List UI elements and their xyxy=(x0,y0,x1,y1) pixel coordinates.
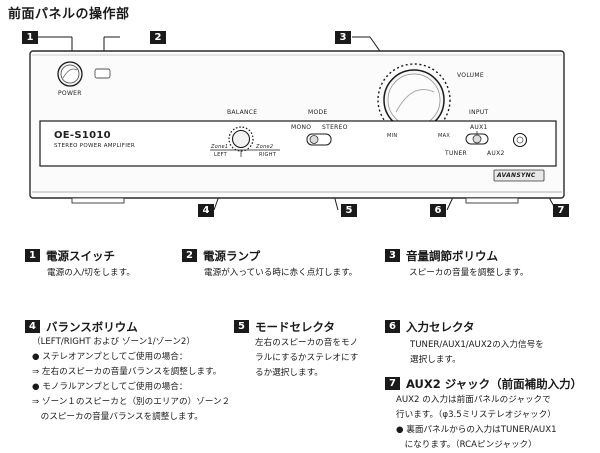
mono-label: MONO xyxy=(291,124,312,131)
zone1-label: Zone1 xyxy=(211,144,229,150)
section-7-number: 7 xyxy=(385,377,400,390)
model-subtitle: STEREO POWER AMPLIFIER xyxy=(54,143,136,149)
section-3-title: 音量調節ボリウム xyxy=(406,249,498,263)
left-label: LEFT xyxy=(214,152,227,158)
callout-7: 7 xyxy=(553,204,569,217)
tuner-label: TUNER xyxy=(445,150,468,157)
section-4-title: バランスボリウム xyxy=(46,320,138,334)
volume-min-label: MIN xyxy=(387,133,398,139)
section-7-title: AUX2 ジャック（前面補助入力） xyxy=(406,377,583,391)
section-6-number: 6 xyxy=(385,320,400,333)
section-1-number: 1 xyxy=(25,249,40,262)
zone2-label: Zone2 xyxy=(256,144,274,150)
section-1-title: 電源スイッチ xyxy=(46,249,115,263)
stereo-label: STEREO xyxy=(322,124,348,131)
callout-5: 5 xyxy=(341,204,357,217)
section-4-number: 4 xyxy=(25,320,40,333)
volume-label: VOLUME xyxy=(457,72,484,79)
page-title: 前面パネルの操作部 xyxy=(8,7,130,22)
section-3-number: 3 xyxy=(385,249,400,262)
model-name: OE-S1010 xyxy=(54,130,111,141)
balance-label: BALANCE xyxy=(227,109,258,116)
section-6-body: TUNER/AUX1/AUX2の入力信号を 選択します。 xyxy=(410,340,544,365)
section-2-number: 2 xyxy=(182,249,197,262)
section-1-body: 電源の入/切をします。 xyxy=(47,268,135,278)
callout-1: 1 xyxy=(22,31,38,44)
brand-logo: AVANSYNC xyxy=(497,172,536,179)
power-label: POWER xyxy=(58,90,82,97)
section-3-body: スピーカの音量を調整します。 xyxy=(409,268,529,278)
front-panel-illustration xyxy=(29,36,565,211)
section-5-number: 5 xyxy=(234,320,249,333)
section-2-title: 電源ランプ xyxy=(203,249,261,263)
section-5-title: モードセレクタ xyxy=(255,320,336,334)
callout-3: 3 xyxy=(335,31,351,44)
section-6-title: 入力セレクタ xyxy=(406,320,475,334)
aux2-label: AUX2 xyxy=(487,150,505,157)
mode-label: MODE xyxy=(308,109,328,116)
callout-2: 2 xyxy=(150,31,166,44)
section-5-body: 左右のスピーカの音をモノ ラルにするかステレオにす るか選択します。 xyxy=(255,338,359,378)
right-label: RIGHT xyxy=(259,152,277,158)
aux1-label: AUX1 xyxy=(470,124,488,131)
section-7-body: AUX2 の入力は前面パネルのジャックで 行います。（φ3.5ミリステレオジャッ… xyxy=(396,395,557,450)
volume-max-label: MAX xyxy=(438,133,451,139)
callout-6: 6 xyxy=(430,204,446,217)
callout-4: 4 xyxy=(198,204,214,217)
input-label: INPUT xyxy=(469,109,489,116)
section-2-body: 電源が入っている時に赤く点灯します。 xyxy=(204,268,358,278)
section-4-body: （LEFT/RIGHT および ゾーン1/ゾーン2） ● ステレオアンプとしてご… xyxy=(32,337,231,422)
